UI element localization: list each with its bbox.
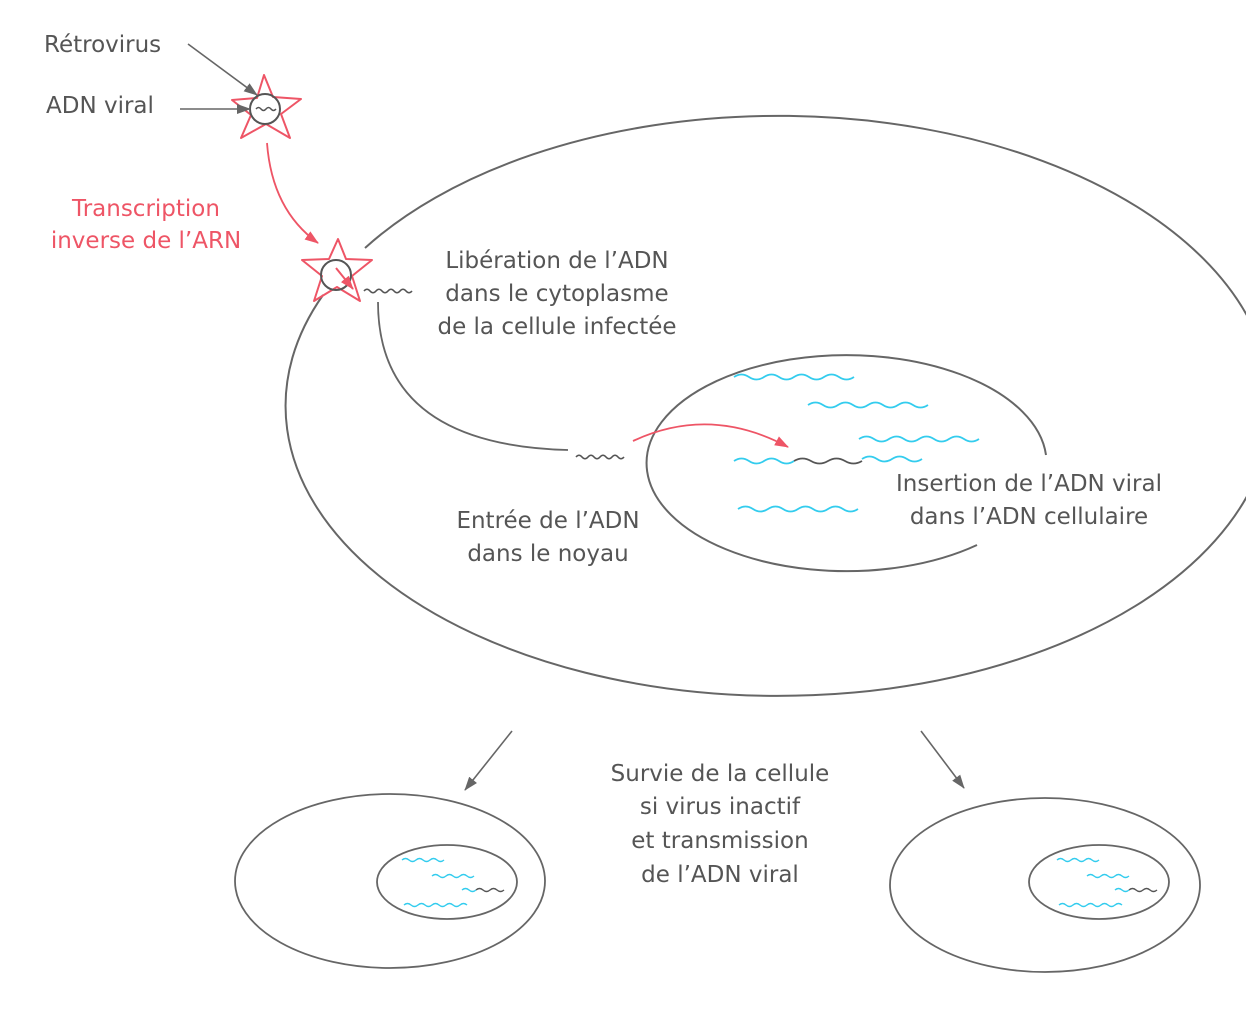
cellular-dna-strand	[1056, 857, 1100, 863]
cellular-dna-strand	[733, 457, 795, 465]
division-arrow-left	[464, 730, 513, 791]
retrovirus-particle-entry	[301, 238, 373, 302]
retrovirus-label: Rétrovirus	[44, 32, 161, 58]
entree-label-line2: dans le noyau	[467, 541, 628, 567]
liberation-label-line1: Libération de l’ADN	[445, 248, 668, 274]
main-nucleus-membrane	[645, 354, 1047, 573]
viral-rna-squiggle	[255, 106, 277, 112]
integrated-viral-dna	[475, 887, 505, 893]
integrated-viral-dna	[793, 457, 863, 465]
entree-label-line1: Entrée de l’ADN	[456, 508, 639, 534]
cellular-dna-strand	[807, 401, 929, 409]
cellular-dna-strand	[733, 373, 855, 381]
dna-path-curve	[377, 301, 569, 451]
division-arrow-right	[920, 730, 965, 789]
retrovirus-pointer-arrow	[187, 43, 258, 96]
cellular-dna-strands	[733, 373, 980, 513]
infected-cell-membrane	[284, 114, 1246, 697]
daughter-cell-left	[234, 793, 546, 969]
capsid-circle	[320, 259, 352, 291]
cellular-dna-strand	[403, 902, 468, 908]
transcription-label-line2: inverse de l’ARN	[51, 228, 241, 254]
daughter-nucleus	[376, 844, 518, 920]
star-icon	[301, 238, 373, 302]
daughter-nucleus	[1028, 844, 1170, 920]
transcription-arrow	[266, 142, 319, 244]
survie-label-line3: et transmission	[631, 828, 808, 854]
cellular-dna-strand	[1086, 873, 1130, 879]
adn-viral-label: ADN viral	[46, 93, 154, 119]
reverse-transcription-arrow	[335, 267, 354, 290]
insertion-arrow	[632, 423, 789, 448]
transcription-label-line1: Transcription	[71, 196, 220, 222]
cellular-dna-strand	[401, 857, 445, 863]
liberation-label-line2: dans le cytoplasme	[445, 281, 668, 307]
cellular-dna-strand	[737, 505, 859, 513]
integrated-viral-dna	[1128, 887, 1158, 893]
cellular-dna-strand	[858, 435, 980, 443]
liberation-label-line3: de la cellule infectée	[437, 314, 676, 340]
cellular-dna-strand	[1058, 902, 1123, 908]
cellular-dna-strand	[861, 455, 923, 463]
survie-label-line1: Survie de la cellule	[611, 761, 830, 787]
insertion-label-line1: Insertion de l’ADN viral	[896, 471, 1162, 497]
survie-label-line4: de l’ADN viral	[641, 862, 799, 888]
cellular-dna-strand	[461, 887, 477, 893]
survie-label-line2: si virus inactif	[640, 794, 801, 820]
insertion-label-line2: dans l’ADN cellulaire	[910, 504, 1148, 530]
cellular-dna-strand	[1114, 887, 1130, 893]
daughter-cell-right	[889, 797, 1201, 973]
cellular-dna-strand	[431, 873, 475, 879]
released-viral-dna	[363, 288, 413, 294]
dna-in-cytoplasm	[575, 454, 625, 460]
daughter-cell-membrane	[889, 797, 1201, 973]
daughter-cell-membrane	[234, 793, 546, 969]
